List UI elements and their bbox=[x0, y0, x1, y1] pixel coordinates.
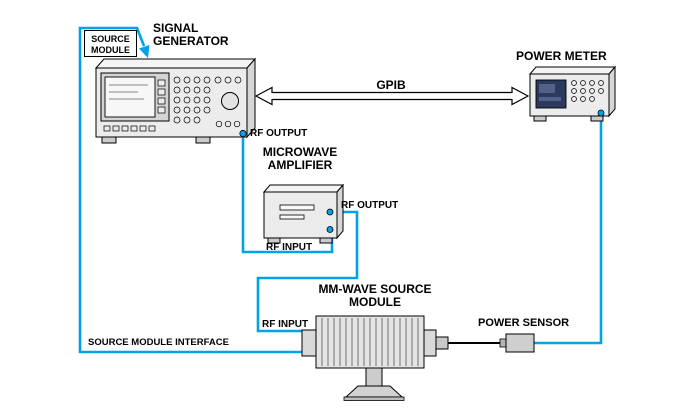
signal-generator-title-line2: GENERATOR bbox=[153, 34, 229, 48]
source-module-tag-line1: SOURCE bbox=[91, 34, 130, 44]
signal-generator-title-line1: SIGNAL bbox=[153, 21, 199, 35]
cable-sensor-to-meter bbox=[534, 117, 603, 345]
source-module-tag: SOURCE MODULE bbox=[84, 30, 137, 57]
gpib-label: GPIB bbox=[376, 78, 406, 92]
cable-amplifier-to-module bbox=[256, 210, 359, 333]
mm-wave-title-line1: MM-WAVE SOURCE bbox=[318, 282, 432, 296]
siggen-knob bbox=[221, 92, 239, 110]
microwave-amplifier-illustration bbox=[262, 183, 345, 244]
power-sensor-illustration bbox=[499, 333, 535, 353]
microwave-amplifier-title-line1: MICROWAVE bbox=[262, 145, 338, 159]
power-meter-sensor-port bbox=[597, 109, 605, 117]
signal-generator-title: SIGNAL GENERATOR bbox=[153, 22, 229, 48]
mm-wave-source-module-illustration bbox=[301, 315, 500, 401]
module-rf-input-label: RF INPUT bbox=[262, 319, 309, 330]
power-meter-illustration bbox=[528, 65, 617, 122]
mm-wave-title-line2: MODULE bbox=[349, 295, 401, 309]
amplifier-rf-input-label: RF INPUT bbox=[266, 242, 313, 253]
siggen-rf-output-port bbox=[239, 129, 247, 138]
amplifier-rf-output-port bbox=[326, 208, 334, 216]
power-sensor-title: POWER SENSOR bbox=[478, 317, 570, 329]
siggen-keypad bbox=[173, 76, 242, 124]
power-meter-buttons bbox=[571, 80, 604, 102]
microwave-amplifier-title-line2: AMPLIFIER bbox=[267, 158, 333, 172]
cable-source-module-interface bbox=[78, 26, 303, 354]
module-stand-base bbox=[344, 385, 404, 398]
signal-generator-illustration bbox=[94, 57, 257, 144]
module-input-connector bbox=[301, 329, 317, 357]
siggen-rf-output-label: RF OUTPUT bbox=[250, 128, 308, 139]
siggen-screen bbox=[104, 76, 156, 118]
amplifier-rf-input-port bbox=[326, 226, 334, 233]
amplifier-rf-output-label: RF OUTPUT bbox=[341, 200, 399, 211]
mm-wave-source-module-title: MM-WAVE SOURCE MODULE bbox=[305, 283, 445, 309]
module-fins bbox=[321, 318, 419, 366]
power-meter-title: POWER METER bbox=[516, 49, 607, 63]
source-module-interface-label: SOURCE MODULE INTERFACE bbox=[88, 337, 229, 348]
microwave-amplifier-title: MICROWAVE AMPLIFIER bbox=[245, 146, 355, 172]
source-module-tag-line2: MODULE bbox=[91, 45, 130, 55]
module-output-connector bbox=[435, 336, 449, 350]
gpib-arrow bbox=[254, 86, 530, 106]
power-sensor-body bbox=[505, 333, 535, 353]
source-module-arrowhead-icon bbox=[139, 45, 150, 58]
module-stand-post bbox=[365, 367, 383, 387]
